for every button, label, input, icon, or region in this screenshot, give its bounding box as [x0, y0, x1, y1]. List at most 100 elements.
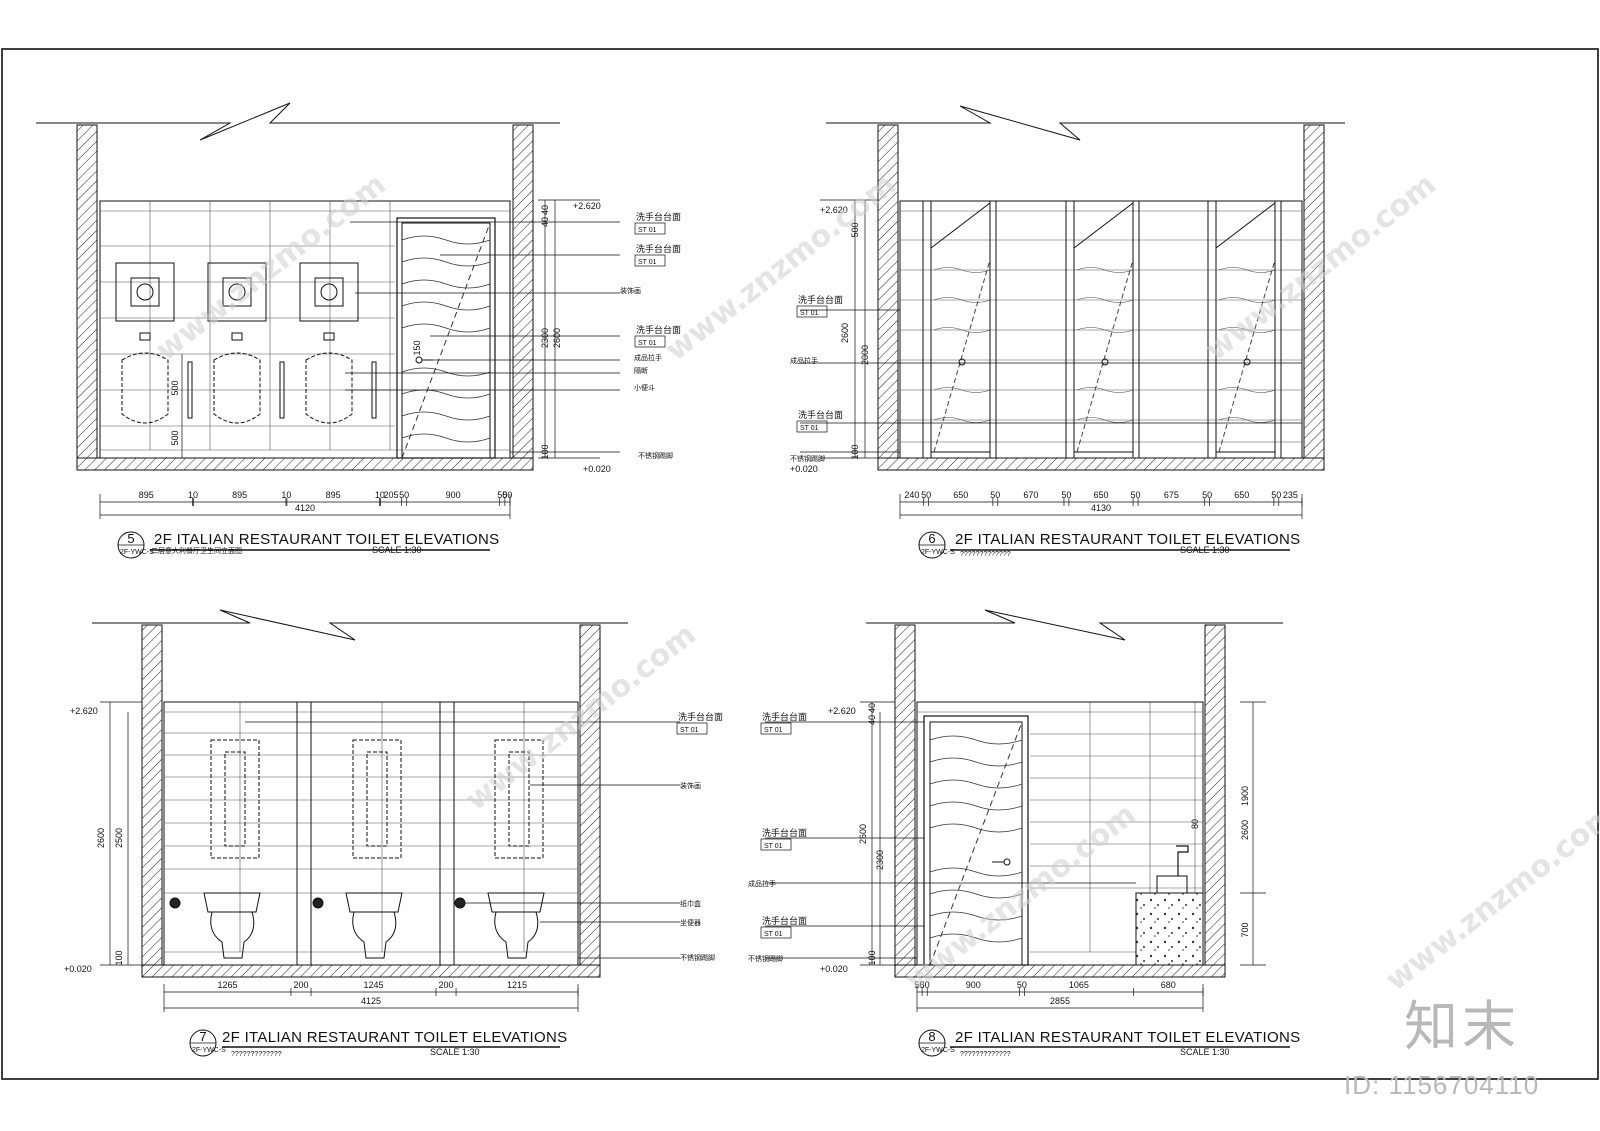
- dimension-value: 50: [502, 490, 512, 500]
- material-label: 隔断: [634, 366, 648, 375]
- vertical-dimension: 40: [540, 217, 550, 227]
- dimension-value: 50: [921, 490, 931, 500]
- wall-left: [141, 624, 163, 966]
- vertical-dimension: 2000: [860, 345, 870, 365]
- wall-right: [1303, 124, 1325, 459]
- dimension-value: 680: [1161, 980, 1176, 990]
- dimension-value: 200: [293, 980, 308, 990]
- vanity-counter: [1135, 845, 1204, 966]
- material-code: ST 01: [764, 931, 783, 938]
- urinal: [121, 332, 377, 424]
- material-code-box: [676, 722, 708, 735]
- dimension-value: 1265: [217, 980, 237, 990]
- vertical-dimension: 40: [540, 205, 550, 215]
- image-id: ID: 1156704110: [1344, 1070, 1540, 1100]
- vertical-dimension: 2600: [840, 323, 850, 343]
- wood-door: [396, 217, 496, 459]
- dimension-total: 4130: [1091, 503, 1111, 513]
- drawing-number: 7: [199, 1029, 206, 1044]
- dimension-total: 4120: [295, 503, 315, 513]
- vertical-dimension: 2300: [540, 328, 550, 348]
- vertical-dimension: 2600: [96, 828, 106, 848]
- dimension-value: 650: [953, 490, 968, 500]
- level-mark-floor: +0.020: [790, 464, 818, 474]
- material-label: 不锈钢踢脚: [638, 451, 673, 460]
- dimension-value: 650: [1093, 490, 1108, 500]
- dimension-value: 50: [1061, 490, 1071, 500]
- dimension-value: 900: [446, 490, 461, 500]
- drawing-subtitle: ?????????????: [960, 1051, 1011, 1058]
- drawing-number: 5: [127, 531, 134, 546]
- vertical-dimension: 100: [867, 950, 877, 965]
- dimension-value: 50: [497, 490, 507, 500]
- elevation-panel-7: [92, 609, 680, 978]
- vertical-dimension: 80: [1190, 819, 1200, 829]
- drawing-scale: SCALE 1:30: [430, 1047, 480, 1057]
- material-code-box: [634, 222, 666, 235]
- wall-right: [512, 124, 534, 459]
- material-code-box: [760, 722, 792, 735]
- material-code: ST 01: [764, 727, 783, 734]
- dimension-value: 50: [1017, 980, 1027, 990]
- vertical-dimension: 500: [850, 222, 860, 237]
- material-label: 装饰画: [680, 781, 701, 790]
- material-code: ST 01: [638, 259, 657, 266]
- material-code: ST 01: [638, 227, 657, 234]
- material-code-box: [634, 335, 666, 348]
- vertical-dimension: 150: [412, 340, 422, 355]
- vertical-dimension: 2600: [858, 824, 868, 844]
- floor-slab: [76, 457, 534, 471]
- dimension-total: 4125: [361, 996, 381, 1006]
- dimension-value: 900: [966, 980, 981, 990]
- vertical-dimension: 700: [1240, 922, 1250, 937]
- material-label: 成品拉手: [634, 353, 662, 362]
- floor-slab: [894, 964, 1226, 978]
- material-label: 洗手台台面: [636, 324, 681, 336]
- dimension-value: 235: [1283, 490, 1298, 500]
- material-label: 洗手台台面: [798, 294, 843, 306]
- decor-panel: [115, 262, 359, 322]
- drawing-ref: 2F-YWC-S: [192, 1047, 226, 1054]
- drawing-title: 2F ITALIAN RESTAURANT TOILET ELEVATIONS: [222, 1029, 567, 1046]
- drawing-title: 2F ITALIAN RESTAURANT TOILET ELEVATIONS: [955, 1029, 1300, 1046]
- material-code: ST 01: [800, 425, 819, 432]
- partition: [922, 200, 1282, 459]
- dimension-value: 10: [281, 490, 291, 500]
- material-label: 洗手台台面: [762, 827, 807, 839]
- dimension-value: 10: [375, 490, 385, 500]
- wood-door: [923, 715, 1029, 966]
- vertical-dimension: 2600: [1240, 820, 1250, 840]
- dimension-value: 895: [232, 490, 247, 500]
- vertical-dimension: 40: [867, 703, 877, 713]
- drawing-subtitle: ?????????????: [960, 551, 1011, 558]
- material-code-box: [760, 926, 792, 939]
- material-code: ST 01: [680, 727, 699, 734]
- sheet-frame: [1, 48, 1599, 1080]
- partition: [296, 701, 455, 966]
- drawing-title: 2F ITALIAN RESTAURANT TOILET ELEVATIONS: [955, 531, 1300, 548]
- dimension-value: 50: [990, 490, 1000, 500]
- toilet: [169, 892, 545, 959]
- level-mark-floor: +0.020: [583, 464, 611, 474]
- brand-logo: 知末: [1404, 995, 1520, 1058]
- material-code: ST 01: [764, 843, 783, 850]
- material-label: 洗手台台面: [636, 211, 681, 223]
- wall-right: [579, 624, 601, 966]
- drawing-ref: 2F-YWC-S: [921, 549, 955, 556]
- dimension-value: 1245: [363, 980, 383, 990]
- dimension-value: 675: [1164, 490, 1179, 500]
- level-mark-floor: +0.020: [64, 964, 92, 974]
- vertical-dimension: 100: [540, 444, 550, 459]
- material-label: 不锈钢踢脚: [790, 454, 825, 463]
- drawing-scale: SCALE 1:30: [1180, 1047, 1230, 1057]
- dimension-value: 650: [1234, 490, 1249, 500]
- material-code: ST 01: [800, 310, 819, 317]
- dimension-value: 205: [383, 490, 398, 500]
- drawing-ref: 2F-YWC-S: [921, 1047, 955, 1054]
- material-code-box: [796, 305, 828, 318]
- dimension-value: 10: [188, 490, 198, 500]
- level-mark-top: +2.620: [573, 201, 601, 211]
- dimension-value: 50: [1202, 490, 1212, 500]
- drawing-ref: 2F-YWC-S: [120, 549, 154, 556]
